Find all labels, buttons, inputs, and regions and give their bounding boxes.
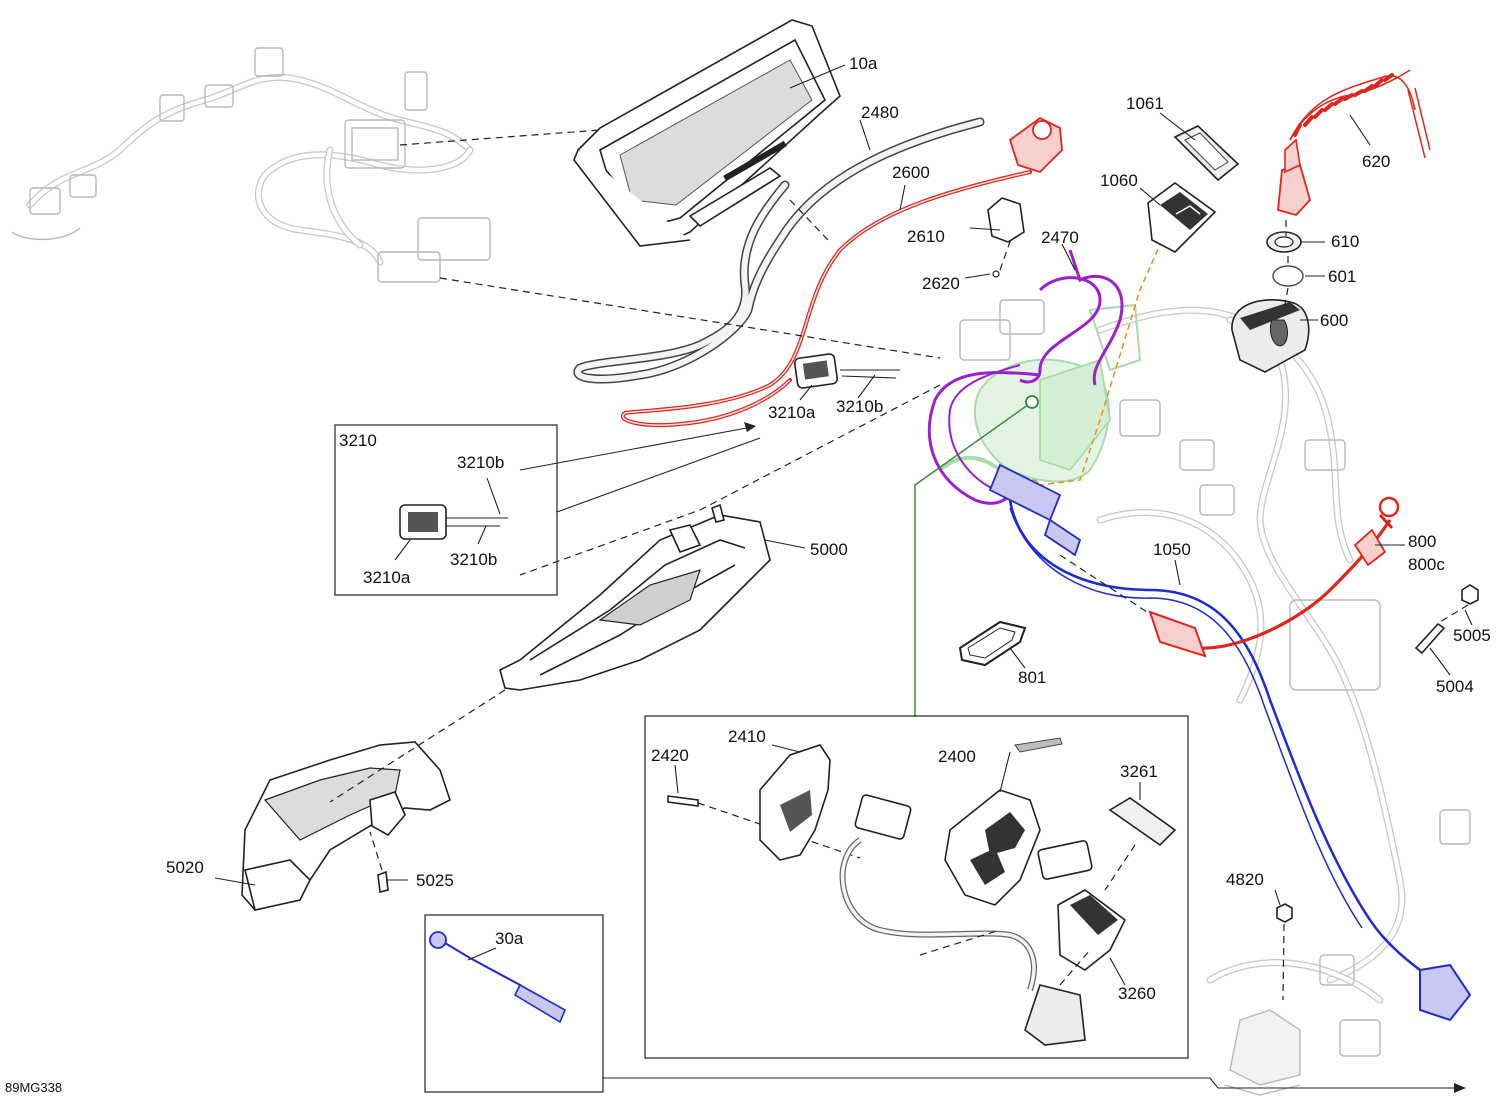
label-601: 601	[1328, 267, 1356, 286]
label-5000: 5000	[810, 540, 848, 559]
connector-2400-left	[854, 794, 912, 840]
inset-30a	[424, 914, 604, 1093]
screw-5025	[369, 831, 389, 893]
label-inset-3210-title: 3210	[339, 431, 377, 450]
gasket-601	[1272, 265, 1304, 287]
connector-2400-bottom	[1024, 984, 1086, 1046]
label-inset-3210b-top: 3210b	[457, 453, 504, 472]
assembly-dashed-lines	[329, 129, 1151, 803]
label-620: 620	[1362, 152, 1390, 171]
label-801: 801	[1018, 668, 1046, 687]
label-30a: 30a	[495, 929, 524, 948]
inset-2400-frame	[644, 715, 1189, 1059]
label-2420: 2420	[651, 746, 689, 765]
dashboard-harness-ghost	[11, 47, 491, 283]
label-3260: 3260	[1118, 984, 1156, 1003]
label-4820: 4820	[1226, 870, 1264, 889]
label-inset-3210b-bottom: 3210b	[450, 550, 497, 569]
label-2610: 2610	[907, 227, 945, 246]
bracket-2610	[969, 197, 1025, 278]
spacer-5004	[1414, 622, 1446, 655]
label-2410: 2410	[728, 727, 766, 746]
inset-3210	[334, 424, 558, 596]
callout-leaders	[214, 64, 1473, 986]
label-1060: 1060	[1100, 171, 1138, 190]
bezel-3261	[1108, 797, 1177, 847]
label-3261: 3261	[1120, 762, 1158, 781]
label-2400: 2400	[938, 747, 976, 766]
arrow-30a-head	[1454, 1083, 1466, 1093]
leader-inset-3210	[556, 437, 761, 513]
label-5004: 5004	[1436, 677, 1474, 696]
connector-2400-right	[1037, 840, 1093, 880]
label-1050: 1050	[1153, 540, 1191, 559]
instrument-cluster-10a	[573, 19, 841, 247]
arrow-30a-line	[602, 1077, 1460, 1089]
label-2600: 2600	[892, 163, 930, 182]
label-10a: 10a	[849, 54, 878, 73]
label-5025: 5025	[416, 871, 454, 890]
connector-3210-main	[793, 353, 900, 389]
label-3210a: 3210a	[768, 403, 816, 422]
gasket-801	[958, 620, 1027, 667]
harness-1050-blue	[988, 463, 1472, 1022]
figure-code: 89MG338	[5, 1080, 62, 1095]
safety-lanyard-620	[1277, 69, 1431, 217]
battery-cable-800	[1148, 496, 1400, 658]
link-to-inset-2400	[914, 401, 1033, 717]
nut-4820	[1276, 903, 1293, 1001]
label-800: 800	[1408, 532, 1436, 551]
label-2480: 2480	[861, 103, 899, 122]
arrow-3210-head	[744, 422, 756, 432]
bracket-5000	[499, 503, 771, 691]
label-5005: 5005	[1453, 626, 1491, 645]
callout-labels: 10a 2480 2600 2610 2620 2470 1061 1060 6…	[5, 54, 1491, 1095]
label-600: 600	[1320, 311, 1348, 330]
gasket-801-inner	[967, 627, 1016, 659]
label-3210b: 3210b	[836, 397, 883, 416]
label-610: 610	[1331, 232, 1359, 251]
arrow-3210-line	[519, 426, 753, 471]
routing-1060-dashed	[1039, 239, 1163, 486]
label-5020: 5020	[166, 858, 204, 877]
screw-5005	[1439, 584, 1479, 623]
dess-post-600	[1231, 299, 1310, 373]
switch-pack-ghost-green	[938, 303, 1142, 511]
bracket-5020	[241, 741, 451, 911]
inset-2400	[644, 715, 1189, 1059]
switch-1060	[1147, 182, 1217, 253]
inset-30a-frame	[424, 914, 604, 1093]
antenna-cable-2600	[620, 116, 1063, 428]
label-inset-3210a: 3210a	[363, 568, 411, 587]
switch-bezel-1061	[1173, 125, 1240, 182]
link-node-2400	[1025, 395, 1039, 409]
antenna-30a	[513, 983, 567, 1024]
inset-3210-frame	[334, 424, 558, 596]
label-800c: 800c	[1408, 555, 1445, 574]
harness-2470-purple	[927, 249, 1124, 505]
label-2470: 2470	[1041, 228, 1079, 247]
nut-610	[1266, 231, 1302, 253]
label-2620: 2620	[922, 274, 960, 293]
label-1061: 1061	[1126, 94, 1164, 113]
screw-2420	[667, 795, 699, 807]
harness-tube-2480	[573, 117, 985, 384]
axis-600	[1283, 220, 1289, 311]
